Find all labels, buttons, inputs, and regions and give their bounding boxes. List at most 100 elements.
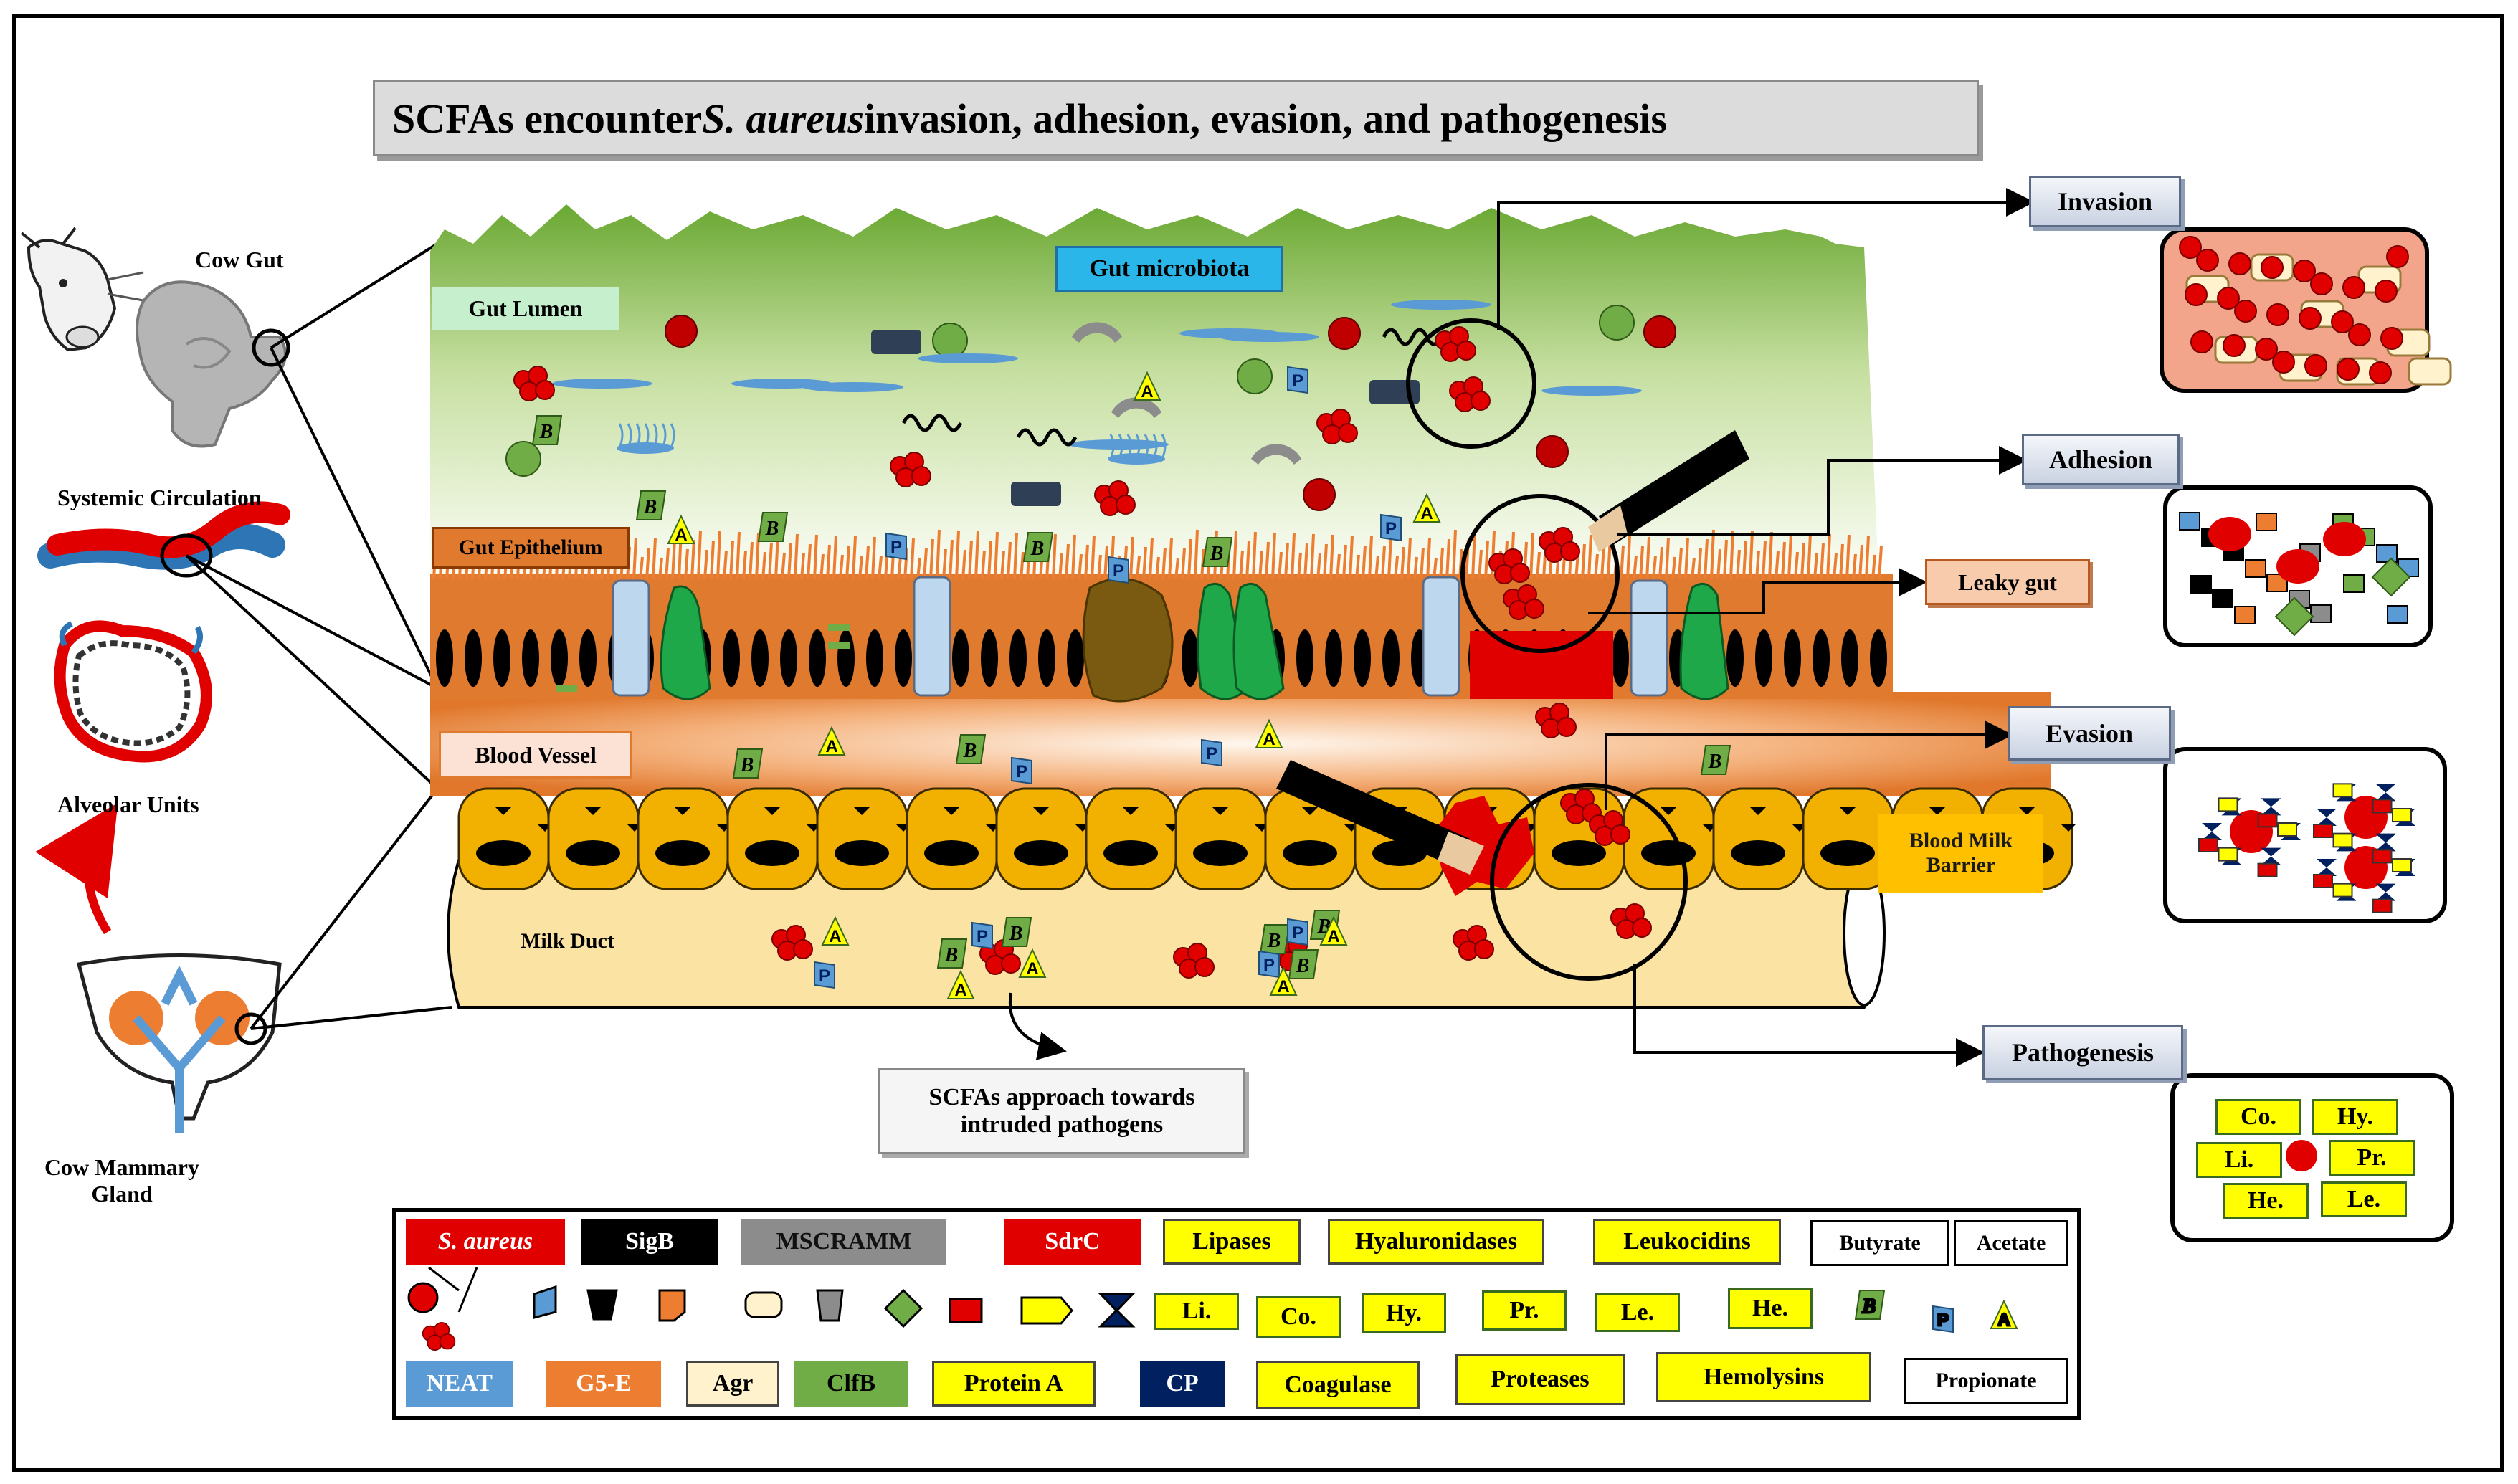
- invading-coccus: [2228, 252, 2251, 275]
- propionate-marker: [1287, 918, 1308, 946]
- microvillus: [981, 550, 986, 580]
- microvillus: [1278, 551, 1283, 580]
- microvillus: [652, 538, 657, 580]
- protein-a: [2313, 874, 2333, 888]
- legend-clfb: ClfB: [794, 1361, 908, 1407]
- microvillus: [1639, 546, 1644, 580]
- microvillus: [1794, 551, 1799, 580]
- microvillus: [1755, 550, 1760, 580]
- microvillus: [1161, 547, 1167, 580]
- microvillus: [1458, 548, 1463, 580]
- microvillus: [1400, 546, 1405, 580]
- mammary-gland-icon: [76, 787, 452, 1133]
- bacillus: [1541, 386, 1642, 396]
- barrier-nucleus: [476, 840, 531, 866]
- barrier-nucleus: [566, 840, 620, 866]
- nucleus: [551, 629, 568, 687]
- protein-a: [2313, 824, 2333, 838]
- microvillus: [1329, 534, 1334, 580]
- microvillus: [1103, 545, 1108, 580]
- microvillus: [974, 531, 979, 580]
- flagellum: [644, 423, 650, 449]
- adhesin: [2376, 544, 2398, 563]
- microvillus: [736, 531, 741, 580]
- legend-butyrate: Butyrate: [1810, 1220, 1949, 1266]
- microvillus: [749, 541, 754, 580]
- microvillus: [1155, 556, 1160, 580]
- legend-neat: NEAT: [406, 1361, 513, 1407]
- legend-sigb-shape: [586, 1289, 618, 1321]
- blood-vessel-region: [430, 692, 2051, 796]
- invading-coccus: [2234, 300, 2257, 323]
- microvillus: [1749, 531, 1754, 580]
- magnifier-icon: [1276, 318, 1749, 981]
- junction: [943, 807, 1000, 832]
- path-tag-pr: Pr.: [2329, 1140, 2415, 1176]
- protein-a: [2372, 898, 2393, 913]
- invading-coccus: [2342, 276, 2365, 299]
- nucleus: [1009, 629, 1027, 687]
- microvillus: [845, 545, 850, 580]
- invading-coccus: [2223, 334, 2246, 357]
- microvillus: [1149, 537, 1154, 580]
- flagellum: [1118, 434, 1123, 460]
- nucleus: [1067, 629, 1084, 687]
- microvillus: [1232, 531, 1237, 580]
- microvillus: [1800, 542, 1805, 580]
- legend-leukocidins: Leukocidins: [1593, 1219, 1781, 1265]
- barrier-nucleus: [924, 840, 979, 866]
- microvillus: [1471, 530, 1476, 580]
- flagellum: [627, 423, 632, 449]
- junction: [495, 807, 552, 832]
- junction: [1032, 807, 1090, 832]
- invading-coccus: [2196, 249, 2219, 272]
- microvillus: [1807, 533, 1812, 580]
- propionate-marker: [814, 961, 835, 989]
- barrier-cell: [547, 787, 640, 890]
- bacillus: [1219, 332, 1319, 342]
- nucleus: [579, 629, 597, 687]
- microvillus: [1658, 546, 1663, 580]
- adhesin: [2212, 589, 2233, 608]
- microvillus: [1381, 546, 1386, 580]
- invading-coccus: [2386, 245, 2409, 268]
- microvillus: [994, 531, 999, 580]
- microvillus: [1291, 533, 1296, 580]
- gut-lumen-label: Gut Lumen: [432, 287, 619, 330]
- barrier-cell: [1085, 787, 1177, 890]
- protein-a: [2332, 783, 2353, 798]
- microvillus: [1052, 533, 1057, 580]
- barrier-nucleus: [1641, 840, 1696, 866]
- microvillus: [826, 544, 831, 580]
- microvillus: [1742, 540, 1747, 580]
- junction: [584, 807, 642, 832]
- junction: [1749, 807, 1807, 832]
- flagellum: [1144, 434, 1149, 460]
- free-coccus: [1328, 317, 1361, 350]
- microvillus: [1097, 554, 1102, 580]
- invading-coccus: [2185, 283, 2208, 306]
- flagellum: [1152, 434, 1158, 460]
- microvillus: [1142, 546, 1147, 580]
- invasion-label: Invasion: [2029, 176, 2181, 227]
- capsule-cp: [2317, 859, 2337, 876]
- microvillus: [1284, 542, 1289, 580]
- microvillus: [716, 531, 721, 580]
- nucleus: [1841, 629, 1858, 687]
- microvillus: [768, 542, 773, 580]
- microvillus: [1194, 529, 1199, 580]
- microvillus: [639, 556, 644, 580]
- capsule-cp: [2375, 883, 2396, 901]
- nucleus: [895, 629, 912, 687]
- legend-g5e-shape: [658, 1289, 686, 1322]
- propionate-marker: [1287, 366, 1308, 394]
- microvillus: [1833, 553, 1838, 580]
- microvillus: [1729, 530, 1734, 580]
- rod-microbe: [1011, 482, 1061, 506]
- invading-coccus: [2369, 361, 2392, 384]
- microvillus: [1594, 553, 1599, 580]
- legend-protein-a-shape: [1020, 1296, 1073, 1325]
- legend-li: Li.: [1154, 1293, 1239, 1330]
- microvillus: [1871, 554, 1876, 580]
- nucleus: [1038, 629, 1055, 687]
